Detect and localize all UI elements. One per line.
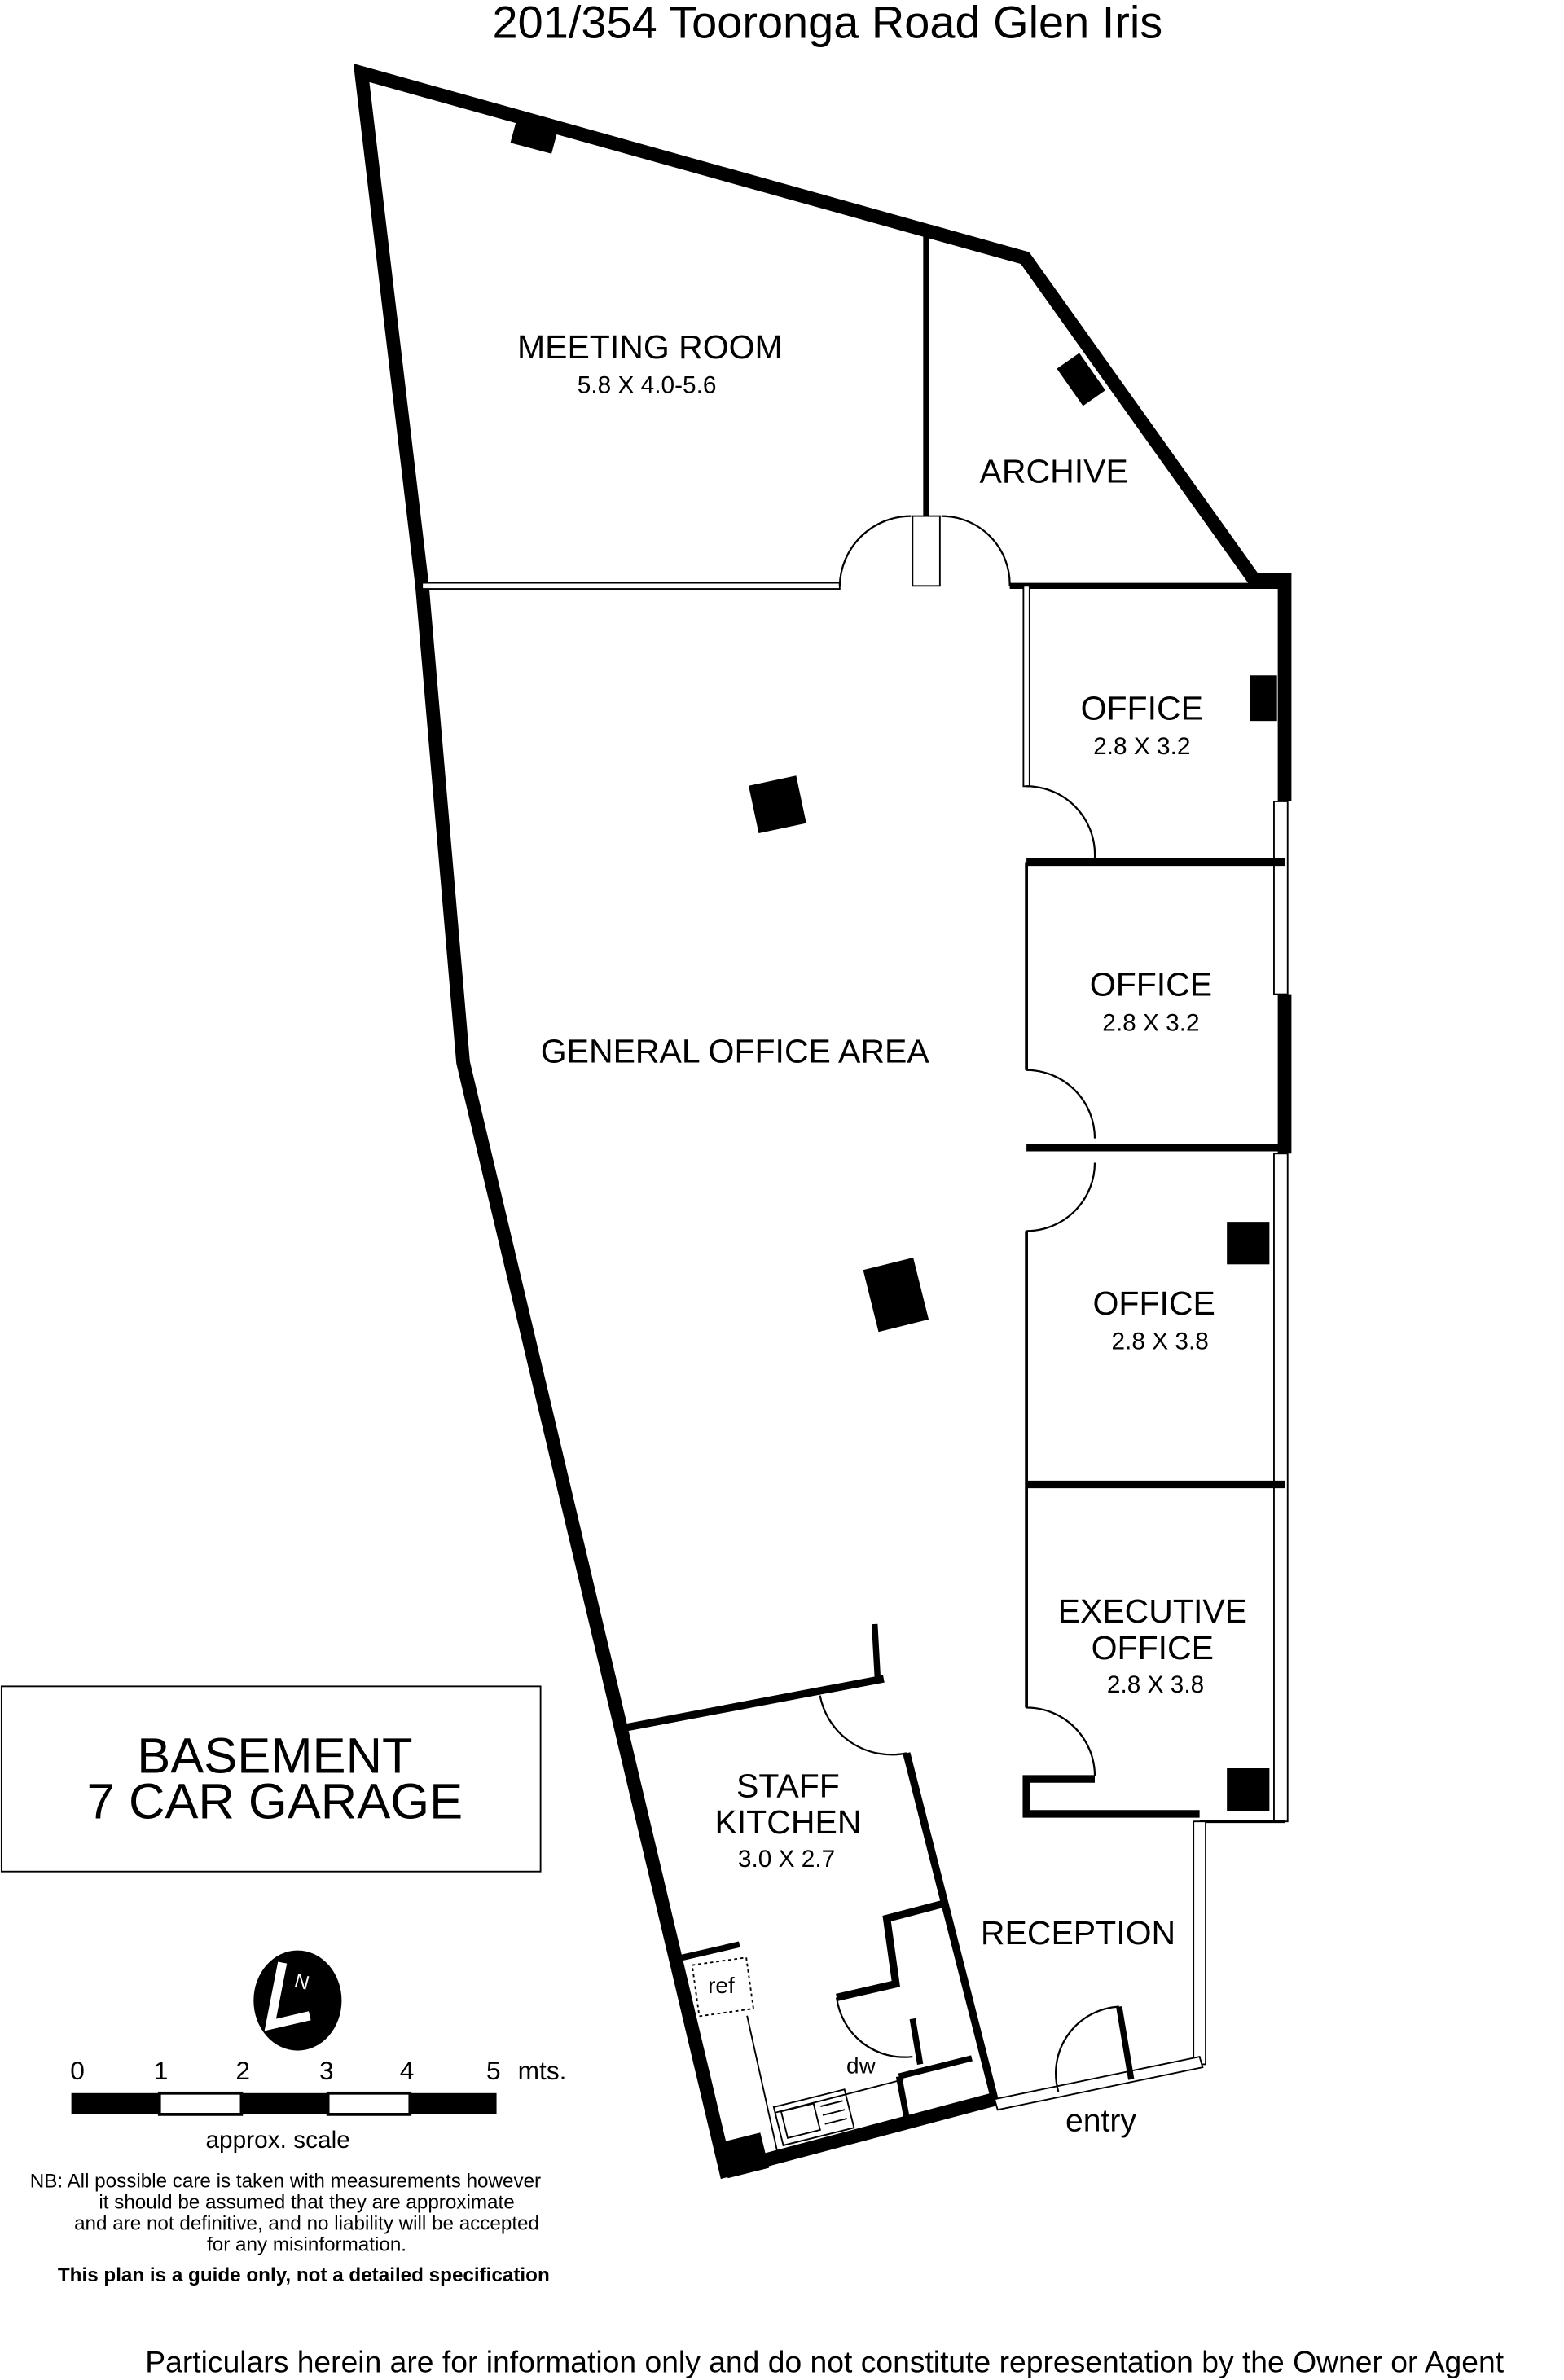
scale-unit: mts. [518, 2056, 567, 2085]
outer-wall-left [415, 585, 997, 2180]
entry-door-swing [1055, 2005, 1119, 2092]
reception-label: RECEPTION [981, 1914, 1175, 1952]
wall [871, 1623, 881, 1680]
column [718, 2132, 770, 2179]
office-1-size: 2.8 X 3.2 [1093, 733, 1190, 760]
column [749, 775, 806, 834]
executive-office-size: 2.8 X 3.8 [1107, 1671, 1204, 1698]
entry-door-jamb [1116, 2005, 1135, 2080]
kitchen-size: 3.0 X 2.7 [738, 1846, 835, 1873]
disclaimer-line: it should be assumed that they are appro… [99, 2191, 514, 2213]
garage-label-2: 7 CAR GARAGE [87, 1774, 463, 1830]
office-3-label: OFFICE [1093, 1284, 1215, 1322]
wall [903, 1752, 999, 2101]
footer-notice: Particulars herein are for information o… [145, 2345, 1504, 2379]
kitchen-label-2: KITCHEN [714, 1803, 861, 1841]
scale-tick-0: 0 [70, 2056, 85, 2085]
garage-box [0, 1685, 542, 1873]
office-2-size: 2.8 X 3.2 [1102, 1009, 1199, 1036]
window [1193, 1820, 1207, 2066]
disclaimer-line: and are not definitive, and no liability… [74, 2213, 539, 2235]
scale-tick-5: 5 [486, 2056, 501, 2085]
office-2-label: OFFICE [1090, 965, 1212, 1003]
outer-wall [353, 64, 1292, 801]
door-frame [912, 515, 941, 587]
column [863, 1257, 929, 1333]
sink-icon [772, 2088, 855, 2147]
scale-caption: approx. scale [205, 2127, 349, 2154]
entry-label: entry [1065, 2103, 1136, 2138]
door-swing [835, 1997, 913, 2058]
scale-tick-2: 2 [235, 2056, 250, 2085]
scale-tick-3: 3 [319, 2056, 334, 2085]
garage-label-1: BASEMENT [137, 1728, 412, 1785]
column [1227, 1222, 1270, 1265]
door-swing [1026, 1162, 1096, 1232]
svg-text:N: N [292, 1969, 312, 1995]
office-3-size: 2.8 X 3.8 [1111, 1328, 1208, 1355]
wall [626, 1675, 885, 1732]
archive-label: ARCHIVE [980, 453, 1128, 490]
ref-label: ref [708, 1973, 735, 1998]
scale-tick-1: 1 [154, 2056, 169, 2085]
door-swing [1026, 1069, 1096, 1139]
column [1057, 353, 1106, 406]
wall [895, 2075, 912, 2126]
kitchen-label-1: STAFF [736, 1767, 840, 1804]
door-swing [941, 515, 1011, 586]
wall [909, 2018, 924, 2066]
scale-bar [71, 2091, 497, 2116]
door-swing [838, 515, 912, 586]
wall [679, 1941, 740, 1961]
dw-label: dw [846, 2053, 876, 2079]
scale-tick-4: 4 [400, 2056, 415, 2085]
door-swing [1026, 785, 1096, 858]
guide-notice: This plan is a guide only, not a detaile… [58, 2264, 550, 2286]
column [510, 116, 559, 154]
disclaimer-line: for any misinformation. [207, 2234, 406, 2256]
door-swing [1026, 1706, 1096, 1776]
wall [836, 1899, 946, 2001]
column [1250, 675, 1277, 722]
meeting-room-label: MEETING ROOM [517, 328, 783, 366]
window-partition [421, 582, 841, 590]
column [1227, 1768, 1270, 1811]
meeting-room-size: 5.8 X 4.0-5.6 [578, 372, 717, 399]
plan-title: 201/354 Tooronga Road Glen Iris [493, 0, 1163, 48]
wall [898, 2055, 973, 2079]
refrigerator [691, 1956, 754, 2018]
window [1273, 801, 1289, 995]
window-partition [1022, 585, 1030, 788]
window-entry [993, 2055, 1204, 2111]
north-compass-icon: N [253, 1950, 342, 2051]
wall [1022, 1775, 1200, 1818]
general-office-label: GENERAL OFFICE AREA [541, 1032, 930, 1069]
bench [746, 2015, 779, 2153]
door-swing [819, 1695, 907, 1756]
executive-office-label-1: EXECUTIVE [1058, 1592, 1247, 1630]
disclaimer-line: NB: All possible care is taken with meas… [30, 2170, 541, 2192]
office-1-label: OFFICE [1081, 689, 1203, 727]
executive-office-label-2: OFFICE [1092, 1629, 1214, 1666]
